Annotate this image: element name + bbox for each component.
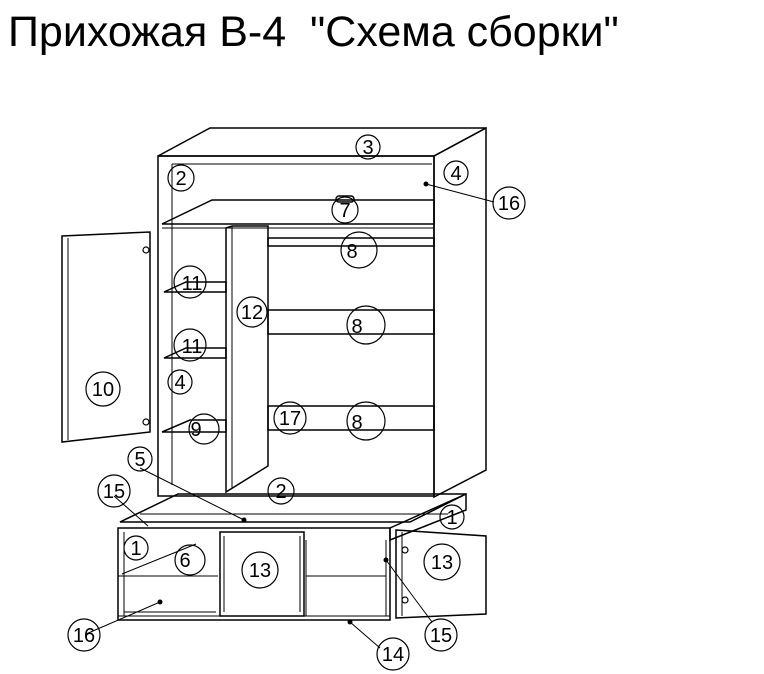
callout-11-top: 11: [173, 265, 207, 299]
svg-text:16: 16: [73, 625, 95, 647]
callout-8-mid: 8: [346, 305, 386, 345]
lower-right-side: [389, 492, 467, 542]
svg-text:10: 10: [92, 379, 114, 401]
svg-text:17: 17: [279, 408, 301, 430]
callout-13-middle: 13: [241, 551, 279, 589]
svg-text:3: 3: [362, 137, 373, 159]
callout-7: 7: [331, 196, 359, 224]
callout-3: 3: [355, 134, 381, 160]
svg-text:12: 12: [241, 302, 263, 324]
callout-15-left: 15: [97, 474, 131, 508]
svg-text:14: 14: [382, 644, 404, 666]
callout-6: 6: [174, 544, 206, 576]
callout-9: 9: [188, 413, 220, 445]
right-shelf-3: [267, 405, 435, 431]
svg-text:6: 6: [179, 550, 190, 572]
callout-16-top: 16: [492, 186, 526, 220]
callout-5: 5: [127, 446, 153, 472]
lower-cabinet: [117, 492, 467, 621]
callout-4-right: 4: [443, 160, 469, 186]
callout-12: 12: [236, 296, 268, 328]
callout-2-top: 2: [167, 164, 195, 192]
svg-text:13: 13: [431, 552, 453, 574]
svg-text:8: 8: [351, 412, 362, 434]
vertical-partition: [225, 225, 269, 494]
svg-text:11: 11: [182, 336, 203, 358]
cabinet-front-frame: [157, 155, 435, 497]
svg-text:8: 8: [351, 316, 362, 338]
callout-13-right: 13: [423, 543, 461, 581]
callout-14: 14: [376, 637, 410, 671]
left-shelf-3: [161, 419, 227, 433]
svg-text:4: 4: [450, 163, 461, 185]
svg-text:15: 15: [103, 481, 125, 503]
svg-text:1: 1: [446, 507, 457, 529]
callout-2-bottom: 2: [267, 477, 295, 505]
svg-text:4: 4: [174, 372, 185, 394]
svg-text:5: 5: [134, 449, 145, 471]
svg-text:16: 16: [498, 193, 520, 215]
svg-text:15: 15: [430, 625, 452, 647]
callout-8-top: 8: [340, 231, 378, 269]
callout-8-bottom: 8: [346, 401, 386, 441]
svg-text:8: 8: [346, 241, 357, 263]
callout-17: 17: [273, 401, 307, 435]
callout-1-left: 1: [123, 535, 149, 561]
svg-text:1: 1: [130, 538, 141, 560]
right-shelf-2: [267, 309, 435, 335]
svg-text:13: 13: [249, 560, 271, 582]
svg-text:11: 11: [182, 273, 203, 295]
right-lower-door: [395, 529, 487, 619]
left-shelf-2: [163, 347, 227, 359]
callout-15-right: 15: [424, 618, 458, 652]
lower-front-frame: [117, 527, 391, 621]
svg-text:2: 2: [175, 168, 186, 190]
svg-text:2: 2: [275, 481, 286, 503]
left-shelf-1: [163, 281, 227, 293]
callout-4-left: 4: [167, 369, 193, 395]
page-title: Прихожая В-4 "Схема сборки": [8, 8, 619, 56]
right-shelf-1: [267, 237, 435, 247]
callouts: 3 2 4 16 7 8 11 12 8 11 4 10 9 17 8 5 2 …: [67, 134, 526, 671]
top-panel: [157, 127, 487, 157]
hanger-rod: [335, 195, 355, 203]
callout-16-bottom: 16: [67, 618, 101, 652]
svg-text:9: 9: [190, 419, 201, 441]
upper-shelf: [161, 199, 435, 225]
left-door: [61, 231, 151, 443]
callout-11-mid: 11: [173, 328, 207, 362]
callout-10: 10: [85, 371, 121, 407]
callout-1-right: 1: [439, 504, 465, 530]
svg-text:7: 7: [339, 200, 350, 222]
